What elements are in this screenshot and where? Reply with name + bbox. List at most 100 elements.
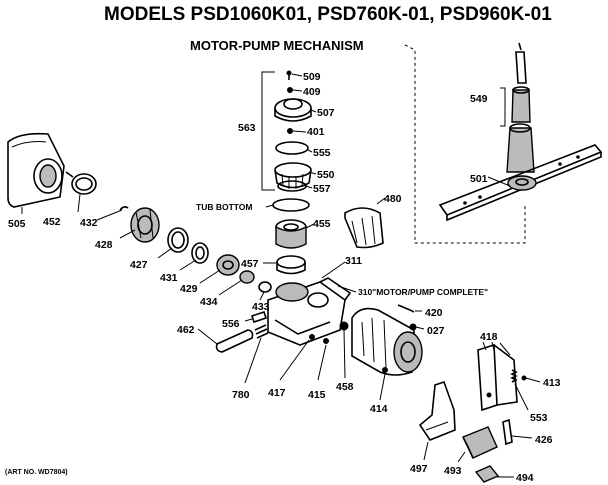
leader-553 bbox=[514, 383, 529, 411]
diagram-title: MODELS PSD1060K01, PSD760K-01, PSD960K-0… bbox=[104, 4, 552, 25]
part-509-screw bbox=[286, 70, 292, 80]
part-428-impeller bbox=[130, 207, 160, 243]
part-413-screw bbox=[521, 375, 527, 381]
part-434-nut bbox=[239, 270, 255, 284]
bracket-549 bbox=[500, 87, 506, 127]
label-434: 434 bbox=[200, 296, 218, 308]
leader-426 bbox=[511, 435, 533, 439]
part-433-washer bbox=[258, 281, 272, 293]
label-557: 557 bbox=[313, 183, 331, 195]
leader-413 bbox=[525, 377, 541, 383]
label-427: 427 bbox=[130, 259, 148, 271]
label-452: 452 bbox=[43, 216, 61, 228]
label-tub-bottom: TUB BOTTOM bbox=[196, 202, 253, 212]
part-462-hose bbox=[215, 329, 254, 353]
part-497-bracket bbox=[418, 380, 456, 441]
label-555: 555 bbox=[313, 147, 331, 159]
part-027-nut bbox=[409, 323, 417, 331]
part-420-wire bbox=[397, 304, 415, 313]
part-418-bracket bbox=[477, 343, 518, 412]
label-417: 417 bbox=[268, 387, 286, 399]
part-310-motor bbox=[351, 307, 423, 376]
part-415-screw bbox=[323, 338, 329, 344]
label-414: 414 bbox=[370, 403, 388, 415]
label-563: 563 bbox=[238, 122, 256, 134]
label-027: 027 bbox=[427, 325, 445, 337]
label-462: 462 bbox=[177, 324, 195, 336]
leader-501 bbox=[487, 176, 511, 187]
part-414-screw bbox=[382, 367, 388, 373]
part-556-pin bbox=[250, 310, 268, 324]
part-507-housing bbox=[274, 98, 312, 122]
label-311: 311 bbox=[345, 255, 362, 267]
label-432: 432 bbox=[80, 217, 98, 229]
dashed-assembly-line bbox=[404, 44, 526, 244]
leader-310 bbox=[337, 285, 357, 293]
label-457: 457 bbox=[241, 258, 259, 270]
bracket-563 bbox=[261, 71, 275, 191]
part-426-pin bbox=[502, 418, 513, 446]
label-501: 501 bbox=[470, 173, 488, 185]
leader-497 bbox=[423, 441, 429, 461]
part-417-screw bbox=[309, 334, 315, 340]
part-labels: 509 409 507 401 555 550 557 563 549 501 … bbox=[8, 71, 561, 484]
label-550: 550 bbox=[317, 169, 335, 181]
label-509: 509 bbox=[303, 71, 321, 83]
part-311-pump-body bbox=[267, 277, 352, 346]
part-457-ring bbox=[276, 255, 306, 275]
tub-bottom-ring bbox=[272, 198, 310, 212]
label-420: 420 bbox=[425, 307, 443, 319]
label-motor-pump-complete: 310"MOTOR/PUMP COMPLETE" bbox=[358, 287, 488, 297]
leader-493 bbox=[457, 451, 466, 463]
label-455: 455 bbox=[313, 218, 331, 230]
leader-lines-top bbox=[263, 73, 317, 264]
label-431: 431 bbox=[160, 272, 178, 284]
label-458: 458 bbox=[336, 381, 354, 393]
part-431-ring bbox=[191, 242, 209, 264]
label-401: 401 bbox=[307, 126, 325, 138]
label-549: 549 bbox=[470, 93, 488, 105]
label-415: 415 bbox=[308, 389, 326, 401]
label-418: 418 bbox=[480, 331, 498, 343]
label-556: 556 bbox=[222, 318, 240, 330]
label-413: 413 bbox=[543, 377, 561, 389]
part-432-seal bbox=[119, 206, 129, 211]
leader-480 bbox=[376, 197, 386, 205]
part-452-clamp bbox=[65, 171, 97, 195]
part-455-pump-housing bbox=[275, 219, 307, 249]
art-number: (ART NO. WD7804) bbox=[5, 469, 68, 476]
part-494-actuator bbox=[474, 465, 500, 483]
part-505-inlet-housing bbox=[7, 132, 65, 208]
part-549-tube bbox=[506, 42, 535, 173]
label-409: 409 bbox=[303, 86, 321, 98]
leader-418 bbox=[482, 341, 511, 356]
part-427-ring bbox=[167, 227, 189, 253]
label-426: 426 bbox=[535, 434, 553, 446]
part-480-cover bbox=[344, 207, 384, 249]
label-493: 493 bbox=[444, 465, 462, 477]
part-458-clip bbox=[339, 321, 349, 331]
part-493-switch bbox=[462, 426, 498, 459]
part-553-spring bbox=[510, 369, 518, 383]
part-501-spray-arm bbox=[438, 144, 603, 222]
label-433: 433 bbox=[252, 301, 270, 313]
part-780-spring bbox=[254, 324, 269, 339]
label-429: 429 bbox=[180, 283, 198, 295]
part-429-impeller bbox=[216, 254, 240, 276]
part-555-ring bbox=[275, 141, 309, 155]
diagram-subtitle: MOTOR-PUMP MECHANISM bbox=[190, 38, 364, 53]
label-553: 553 bbox=[530, 412, 548, 424]
label-494: 494 bbox=[516, 472, 534, 484]
label-480: 480 bbox=[384, 193, 402, 205]
label-497: 497 bbox=[410, 463, 428, 475]
label-428-top: 428 bbox=[95, 239, 113, 251]
label-780: 780 bbox=[232, 389, 250, 401]
part-401-ball bbox=[287, 128, 293, 134]
leader-311 bbox=[321, 261, 346, 279]
label-505: 505 bbox=[8, 218, 26, 230]
part-550-filter bbox=[274, 162, 312, 189]
leader-lines-bottom bbox=[21, 193, 425, 401]
part-409-ball bbox=[287, 87, 293, 93]
label-507: 507 bbox=[317, 107, 335, 119]
